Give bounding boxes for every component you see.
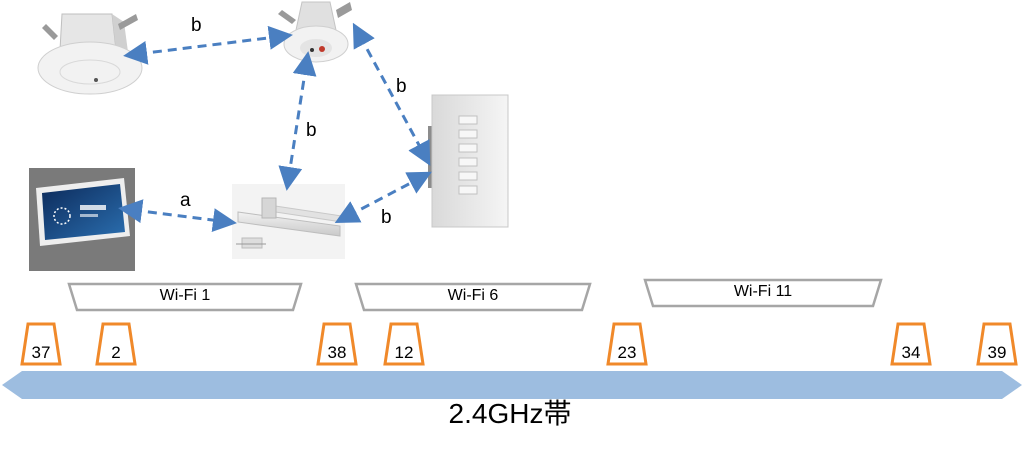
ble-channel-number: 23 (617, 343, 637, 362)
ble-channel-number: 38 (327, 343, 347, 362)
link-label-b: b (191, 15, 202, 36)
wifi-channel-label: Wi-Fi 11 (733, 283, 793, 300)
sensor-device-icon (278, 1, 352, 63)
ble-channel-marker: 23 (606, 322, 648, 366)
ble-channel-number: 2 (111, 343, 121, 362)
ble-channel-number: 34 (901, 343, 921, 362)
wall-switch-icon (428, 94, 509, 228)
link-light-sensor (123, 25, 293, 65)
link-label-a: a (180, 190, 191, 211)
rail-light-icon (232, 184, 345, 259)
link-label-b: b (381, 207, 392, 228)
wifi-channel-box: Wi-Fi 1 (67, 282, 303, 312)
link-sensor-switch (352, 22, 431, 166)
link-sensor-rail (278, 51, 317, 191)
wifi-channel-label: Wi-Fi 1 (159, 287, 211, 304)
ble-channel-marker: 12 (383, 322, 425, 366)
ble-channel-marker: 34 (890, 322, 932, 366)
link-label-b: b (396, 76, 407, 97)
ble-channel-number: 37 (31, 343, 51, 362)
wifi-channel-box: Wi-Fi 6 (354, 282, 592, 312)
band-bar (2, 371, 1022, 399)
tablet-controller-icon (29, 168, 135, 271)
wifi-channel-label: Wi-Fi 6 (447, 287, 499, 304)
ble-channel-number: 39 (987, 343, 1007, 362)
link-tablet-rail (118, 199, 237, 233)
link-label-b: b (306, 120, 317, 141)
ble-channel-marker: 38 (316, 322, 358, 366)
ble-channel-marker: 2 (95, 322, 137, 366)
wireless-links (118, 22, 432, 233)
wifi-channel-box: Wi-Fi 11 (643, 278, 883, 308)
ble-channel-marker: 37 (20, 322, 62, 366)
ble-channel-number: 12 (394, 343, 414, 362)
ceiling-light-icon (37, 13, 143, 95)
band-label: 2.4GHz帯 (448, 398, 572, 429)
ble-channel-marker: 39 (976, 322, 1018, 366)
